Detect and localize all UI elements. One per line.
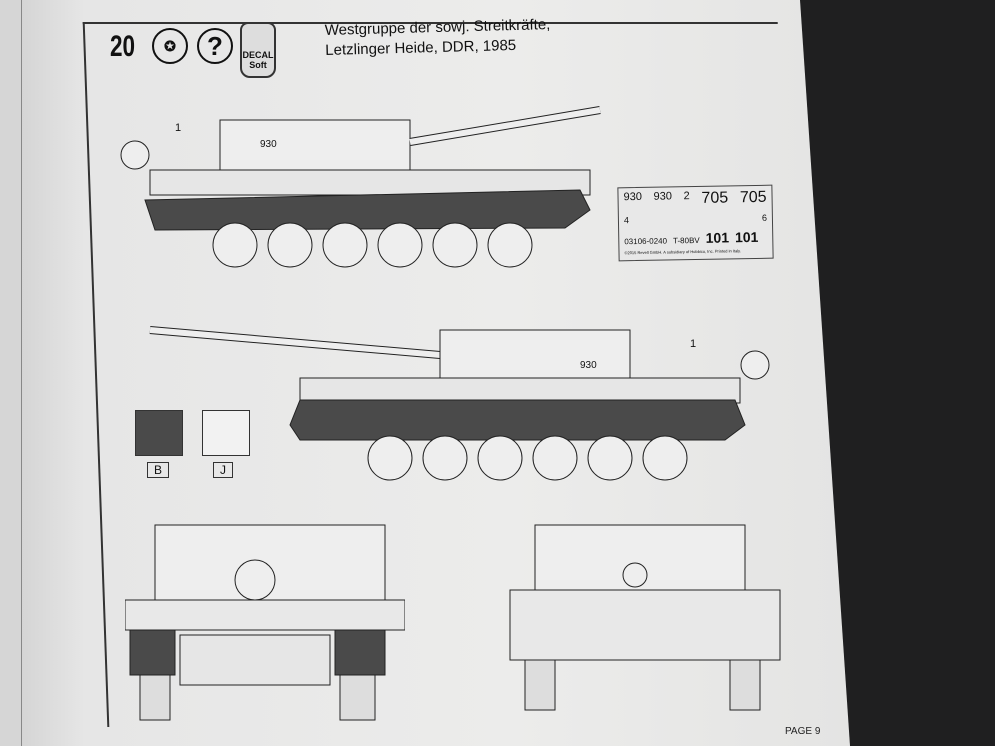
bottle-sub-label: Soft bbox=[249, 60, 267, 70]
tools-icon: ✪ bbox=[152, 28, 188, 64]
decal-705: 705 bbox=[739, 188, 767, 207]
callout-1: 1 bbox=[175, 122, 182, 134]
decal-930: 930 bbox=[623, 190, 643, 204]
decal-705: 705 bbox=[701, 189, 729, 207]
color-label-b: B bbox=[147, 462, 170, 478]
page-number: PAGE 9 bbox=[785, 726, 821, 737]
question-icon: ? bbox=[197, 28, 233, 64]
decal-flag-index: 4 bbox=[623, 215, 630, 226]
decal-930: 930 bbox=[653, 190, 673, 203]
decal-101: 101 bbox=[734, 228, 759, 246]
tank-rear-view bbox=[509, 524, 781, 711]
decal-101: 101 bbox=[705, 229, 730, 246]
decal-model: T-80BV bbox=[672, 235, 700, 246]
decal-code: 03106-0240 bbox=[624, 236, 668, 247]
bottle-label: DECAL bbox=[242, 50, 274, 60]
tank-side-view-right: 930 bbox=[149, 326, 770, 481]
scheme-title: Westgruppe der sowj. Streitkräfte,Letzli… bbox=[325, 15, 552, 61]
color-label-j: J bbox=[213, 462, 233, 478]
color-swatch-b bbox=[135, 410, 183, 456]
tank-front-view bbox=[125, 524, 405, 721]
callout-1: 1 bbox=[690, 338, 697, 350]
tank-side-view-left: 930 bbox=[120, 106, 601, 268]
hull-number: 930 bbox=[580, 360, 597, 371]
previous-page-edge bbox=[0, 0, 22, 746]
decal-index: 2 bbox=[683, 190, 690, 203]
color-swatch-j bbox=[202, 410, 250, 456]
step-number: 20 bbox=[110, 30, 136, 63]
decal-roundel-index: 6 bbox=[761, 212, 768, 223]
hull-number: 930 bbox=[260, 139, 277, 150]
